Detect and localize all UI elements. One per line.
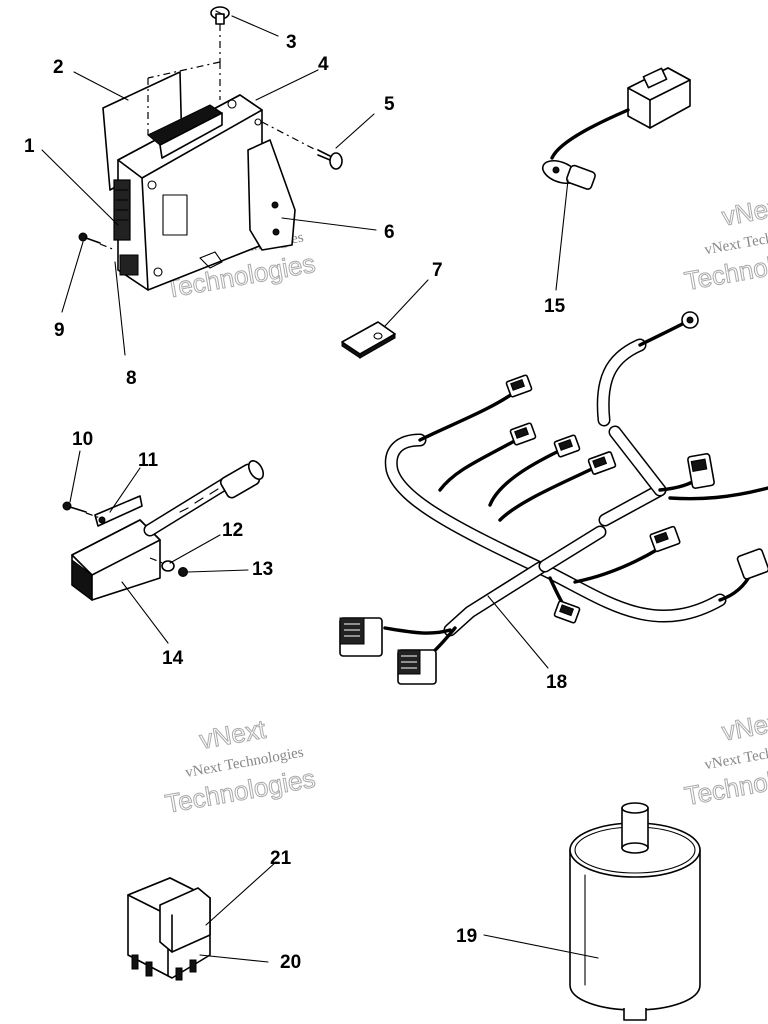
watermark-top-right: vNext vNext Technologies Technologies — [682, 190, 768, 297]
callout-13: 13 — [252, 559, 273, 580]
leader-lines — [41, 15, 599, 963]
callout-21: 21 — [270, 848, 292, 869]
sensor-bracket-11 — [94, 495, 143, 527]
relay-20 — [127, 877, 211, 981]
callout-18: 18 — [546, 672, 567, 693]
ecu-mounting-bracket — [247, 139, 296, 251]
callout-11: 11 — [138, 450, 159, 471]
callout-8: 8 — [126, 368, 137, 389]
harness-connector — [505, 374, 533, 398]
screw-3 — [210, 6, 230, 25]
harness-connector — [553, 600, 581, 624]
harness-connector — [509, 422, 537, 446]
harness-connector — [587, 451, 617, 475]
callout-14: 14 — [162, 648, 184, 669]
callout-12: 12 — [222, 520, 243, 541]
wire-harness-18 — [339, 311, 768, 685]
callout-3: 3 — [286, 32, 297, 53]
callout-20: 20 — [280, 952, 301, 973]
callout-19: 19 — [456, 926, 477, 947]
callout-15: 15 — [544, 296, 566, 317]
chip-7 — [341, 321, 396, 359]
harness-large-connector — [397, 649, 437, 685]
sensor-15 — [541, 67, 691, 190]
callout-7: 7 — [432, 260, 443, 281]
svg-text:vNext: vNext — [197, 714, 268, 755]
callout-labels: 1 2 3 4 5 6 7 8 9 10 11 12 13 14 15 18 1… — [24, 32, 567, 973]
callout-10: 10 — [72, 429, 93, 450]
callout-6: 6 — [384, 222, 395, 243]
harness-connector — [553, 434, 581, 458]
callout-4: 4 — [318, 54, 329, 75]
callout-1: 1 — [24, 136, 35, 157]
fuel-filter-19 — [569, 802, 701, 1021]
screw-9 — [78, 232, 101, 244]
callout-2: 2 — [53, 57, 64, 78]
watermark-mid-left: vNext vNext Technologies Technologies — [162, 713, 318, 819]
harness-large-connector — [339, 617, 383, 657]
svg-text:vNext: vNext — [720, 190, 768, 231]
screw-5 — [317, 149, 343, 170]
harness-connector — [687, 453, 715, 489]
watermark-mid-right: vNext vNext Technologies Technologies — [682, 705, 768, 812]
ecu-module — [78, 6, 343, 291]
callout-9: 9 — [54, 320, 65, 341]
svg-text:vNext: vNext — [720, 705, 768, 746]
callout-5: 5 — [384, 94, 395, 115]
sensor-assembly-14 — [62, 460, 265, 601]
harness-connector — [736, 548, 768, 580]
ecu-lower-connector — [119, 254, 139, 276]
harness-connector — [649, 525, 681, 553]
